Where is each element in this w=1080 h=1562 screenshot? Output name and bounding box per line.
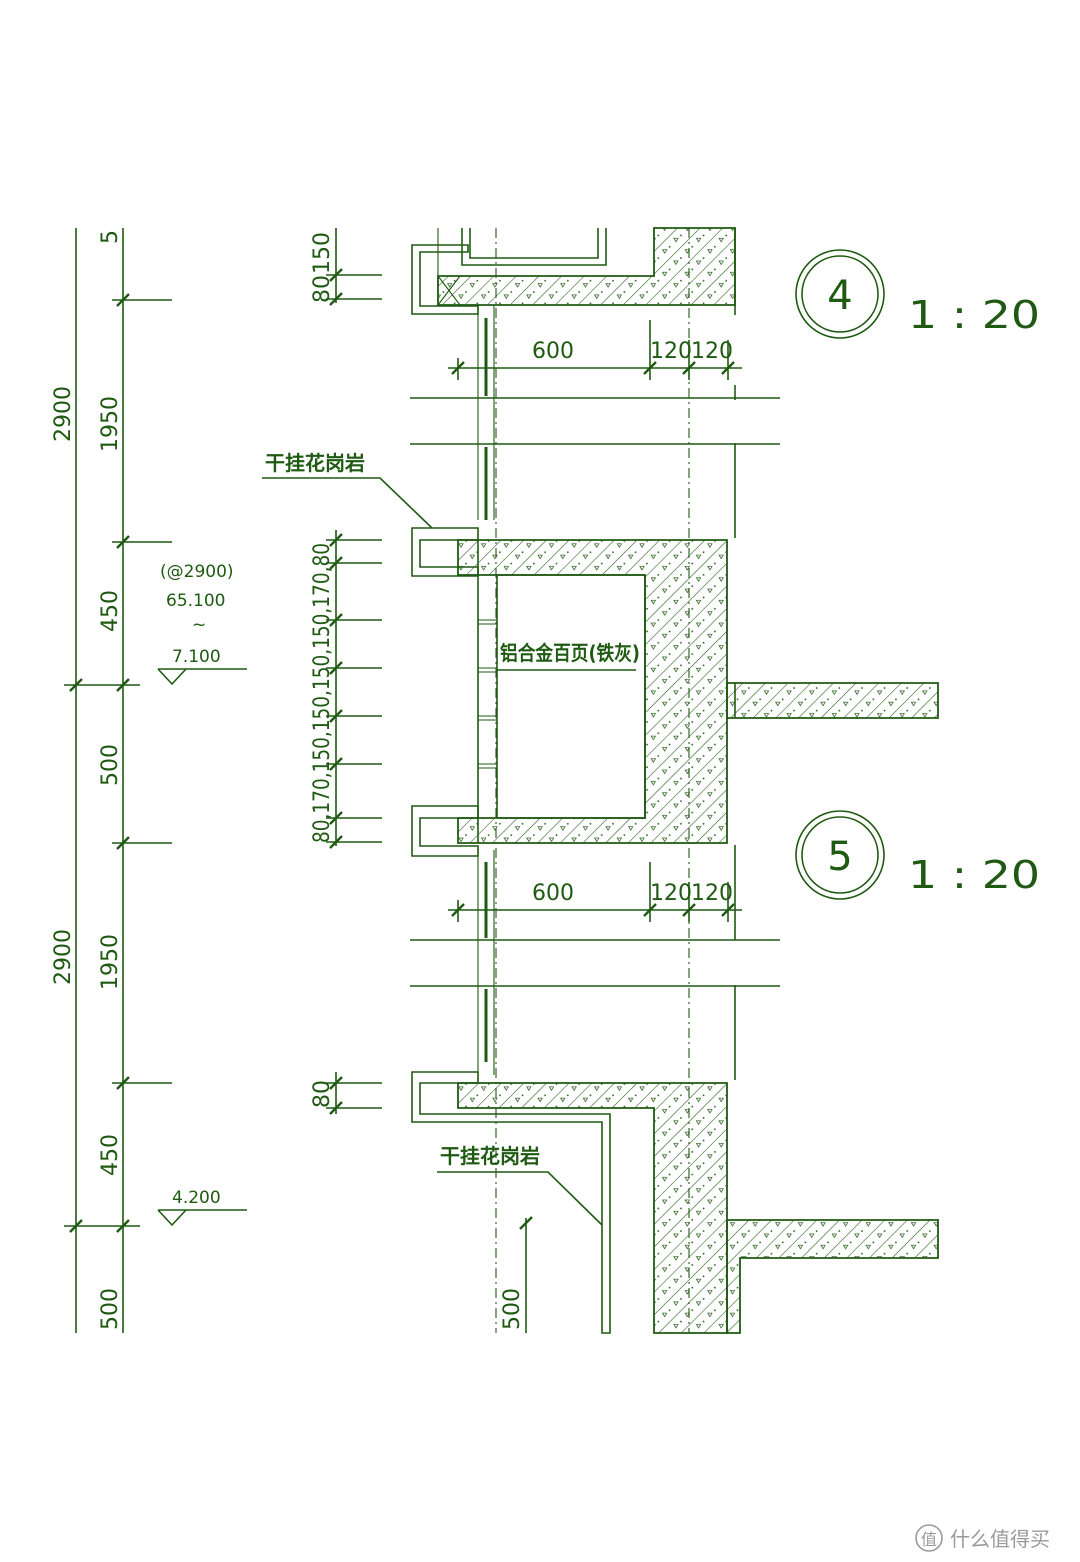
watermark: 值 什么值得买 [915,1524,1050,1552]
dim-450-b: 450 [98,1134,123,1176]
louver-label: 铝合金百页(铁灰) [500,641,640,665]
detail-number-4: 4 [827,273,852,319]
dim-1950-b: 1950 [98,934,123,990]
label-louver: 铝合金百页(铁灰) [497,641,640,671]
dim-80-top: 80 [310,275,335,303]
watermark-text: 什么值得买 [950,1527,1050,1551]
label-granite-lower: 干挂花岗岩 [437,1144,603,1226]
dim-120-a1: 120 [650,339,692,364]
dim-stack-mid: 80,170,150,150,150,150,170,80 [310,543,335,843]
dim-1950-a: 1950 [98,396,123,452]
dim-5: 5 [98,230,123,244]
detail-number-5: 5 [827,834,852,880]
inner-dimension-labels: 5 1950 450 500 1950 450 500 [98,230,123,1330]
label-granite-upper: 干挂花岗岩 [262,451,433,529]
dim-600-a: 600 [532,339,574,364]
dim-500-b: 500 [98,1288,123,1330]
left-dimension-column [64,228,172,1333]
dim-2900-upper: 2900 [51,386,76,442]
level-marker-upper: (@2900) 65.100 ~ 7.100 [157,562,247,686]
level-65100: 65.100 [166,591,225,611]
dim-600-b: 600 [532,881,574,906]
dim-500-lower: 500 [500,1288,525,1330]
dim-120-b1: 120 [650,881,692,906]
detail-scale-4: 1 : 20 [908,293,1040,337]
level-typical-label: (@2900) [160,562,234,582]
section-geometry [410,227,939,1334]
horizontal-dimension-lower: 600 120 120 [448,862,742,922]
level-7100: 7.100 [172,647,221,667]
detail-marker-5: 5 1 : 20 [795,810,1040,900]
dim-120-a2: 120 [691,339,733,364]
dim-150-top: 150 [310,232,335,274]
outer-dimension-labels: 2900 2900 [51,386,76,985]
dim-80-bottom: 80 [310,1080,335,1108]
dim-120-b2: 120 [691,881,733,906]
section-dimension-stack: 80 150 80,170,150,150,150,150,170,80 80 … [310,228,533,1333]
granite-label-2: 干挂花岗岩 [440,1144,540,1168]
level-marker-lower: 4.200 [157,1188,247,1227]
detail-scale-5: 1 : 20 [908,853,1040,897]
zhi-logo-icon: 值 [915,1524,943,1552]
level-4200: 4.200 [172,1188,221,1208]
granite-label-1: 干挂花岗岩 [265,451,365,475]
level-tilde: ~ [192,615,206,635]
dim-450-a: 450 [98,590,123,632]
dim-2900-lower: 2900 [51,929,76,985]
dim-500-a: 500 [98,744,123,786]
horizontal-dimension-upper: 600 120 120 [448,320,742,380]
svg-text:值: 值 [921,1530,937,1549]
detail-marker-4: 4 1 : 20 [795,249,1040,339]
